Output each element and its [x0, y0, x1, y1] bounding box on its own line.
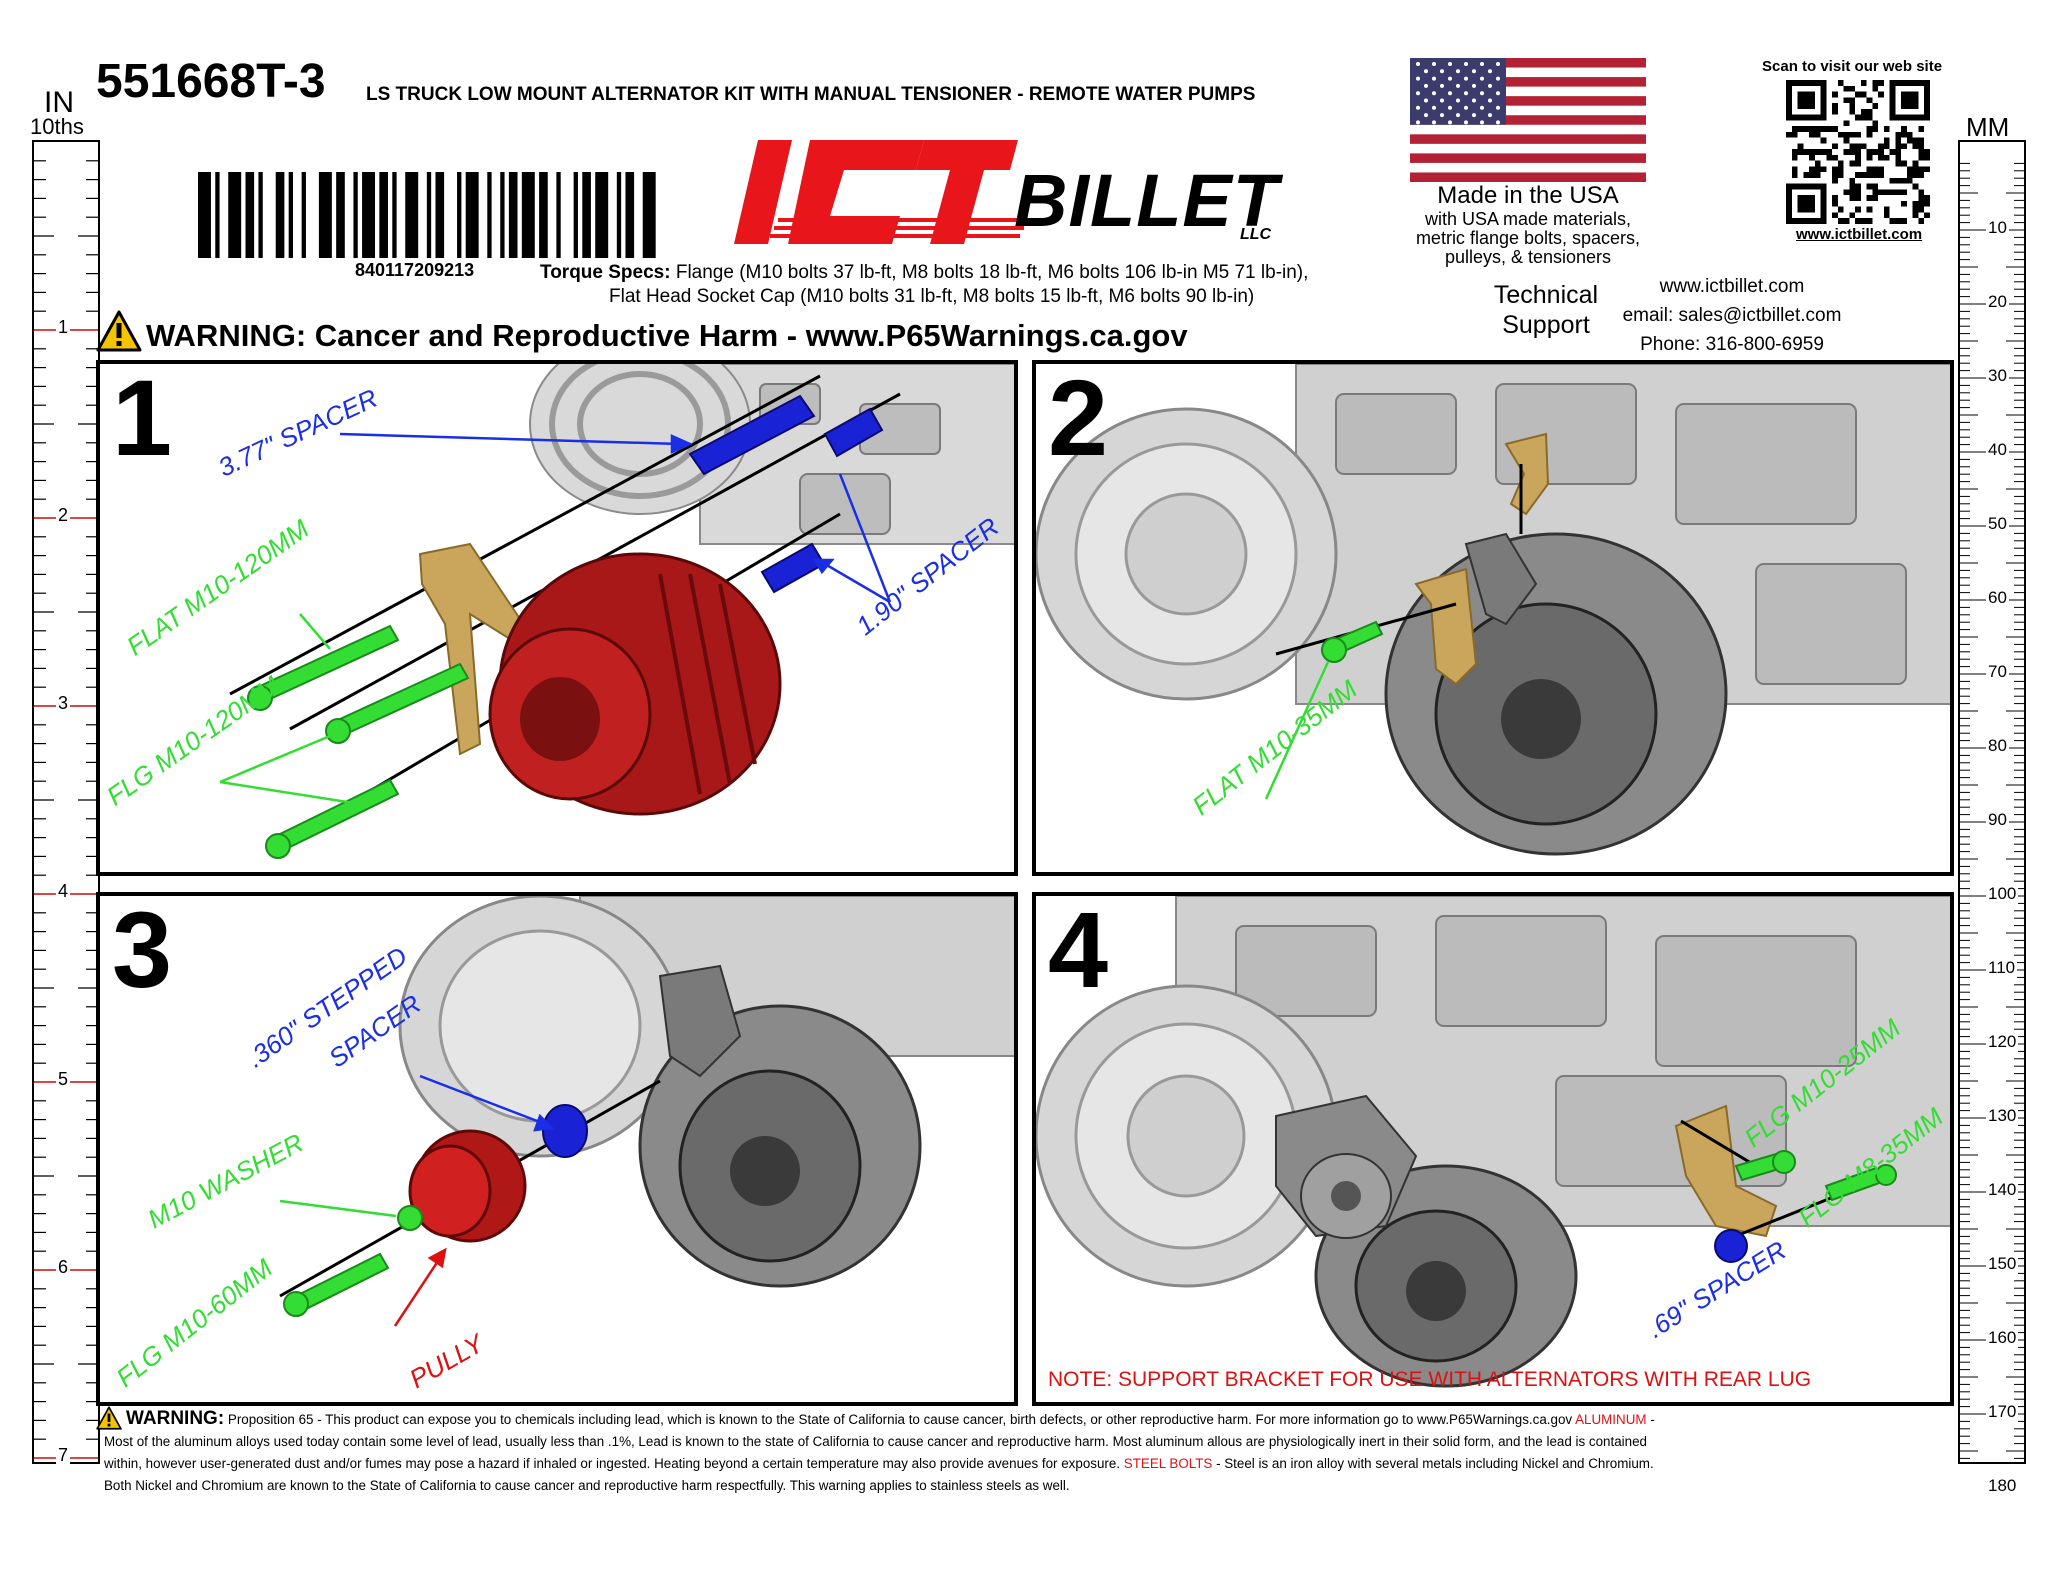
step-2-panel: 2 FLAT M10-35MM	[1032, 360, 1954, 876]
logo-billet-text: BILLET	[1014, 159, 1279, 242]
mm-ruler-label: 170	[1986, 1402, 2019, 1422]
mm-ruler-label: 130	[1986, 1106, 2019, 1126]
footer-text-3: within, however user-generated dust and/…	[104, 1456, 1121, 1471]
support-contacts: www.ictbillet.com email: sales@ictbillet…	[1602, 272, 1862, 359]
mm-ruler-label: 110	[1986, 958, 2018, 978]
mm-ruler-label: 100	[1986, 884, 2019, 904]
mm-ruler-label: 10	[1986, 218, 2009, 238]
mm-ruler-label: 40	[1986, 440, 2009, 460]
mm-ruler-label: 140	[1986, 1180, 2019, 1200]
footer-text-2: Most of the aluminum alloys used today c…	[104, 1434, 1647, 1449]
torque-specs: Torque Specs: Flange (M10 bolts 37 lb-ft…	[540, 262, 1308, 284]
barcode-number: 840117209213	[355, 260, 475, 280]
step-1-panel: 1 3.77" SPACER 1.90" SPACER FLAT M10-120…	[96, 360, 1018, 876]
inch-subunit-label: 10ths	[30, 114, 84, 139]
qr-code[interactable]	[1786, 80, 1930, 229]
step-3-panel: 3 .360" STEPPED SPACER M10 WASHER FLG M1…	[96, 892, 1018, 1406]
ict-billet-logo: BILLET LLC	[718, 132, 1338, 252]
mm-ruler-label: 30	[1986, 366, 2009, 386]
support-website-link[interactable]: www.ictbillet.com	[1659, 276, 1805, 297]
footer-steel-label: STEEL BOLTS	[1123, 1456, 1213, 1471]
step-3-number: 3	[112, 892, 173, 1010]
step-1-number: 1	[112, 360, 173, 478]
torque-line-1: Flange (M10 bolts 37 lb-ft, M8 bolts 18 …	[675, 262, 1309, 283]
part-number: 551668T-3	[96, 55, 326, 108]
footer-aluminum-label: ALUMINUM	[1575, 1412, 1647, 1427]
step-4-panel: 4 FLG M10-25MM FLG M8-35MM .69" SPACER N…	[1032, 892, 1954, 1406]
mm-ruler-label: 150	[1986, 1254, 2019, 1274]
support-phone: Phone: 316-800-6959	[1640, 334, 1824, 355]
footer-text-4: Steel is an iron alloy with several meta…	[1224, 1456, 1654, 1471]
technical-support-label: Technical Support	[1493, 281, 1599, 339]
product-title: LS TRUCK LOW MOUNT ALTERNATOR KIT WITH M…	[366, 84, 1256, 105]
qr-caption: Scan to visit our web site	[1762, 58, 1943, 75]
inch-ruler-label: 2	[56, 505, 71, 526]
inch-ruler-label: 4	[56, 881, 71, 902]
made-in-usa: Made in the USA with USA made materials,…	[1415, 182, 1641, 267]
us-flag-icon	[1410, 58, 1646, 187]
mm-ruler-label: 120	[1986, 1032, 2019, 1052]
mm-ruler-label: 80	[1986, 736, 2009, 756]
footer-text-5: Both Nickel and Chromium are known to th…	[104, 1478, 1070, 1493]
footer-warning: WARNING: Proposition 65 - This product c…	[104, 1408, 1924, 1497]
inch-unit-label: IN	[44, 86, 74, 119]
inch-ruler-label: 5	[56, 1069, 71, 1090]
mm-unit-label: MM	[1966, 112, 2010, 142]
mm-ruler-label: 20	[1986, 292, 2009, 312]
inch-ruler-label: 1	[56, 317, 71, 338]
barcode	[198, 172, 660, 263]
warning-icon	[96, 310, 142, 357]
support-email-link[interactable]: email: sales@ictbillet.com	[1622, 305, 1842, 326]
cancer-warning-heading: WARNING: Cancer and Reproductive Harm - …	[146, 318, 1188, 353]
mm-ruler-label: 90	[1986, 810, 2009, 830]
torque-label: Torque Specs:	[540, 262, 671, 283]
footer-warning-icon	[96, 1406, 122, 1435]
support-bracket-note: NOTE: SUPPORT BRACKET FOR USE WITH ALTER…	[1048, 1368, 1812, 1391]
mm-ruler-label: 160	[1986, 1328, 2019, 1348]
torque-line-2: Flat Head Socket Cap (M10 bolts 31 lb-ft…	[609, 286, 1255, 307]
inch-ruler-label: 7	[56, 1445, 71, 1466]
footer-warning-label: WARNING:	[126, 1408, 225, 1429]
inch-ruler	[32, 140, 100, 1464]
footer-text-1: Proposition 65 - This product can expose…	[227, 1412, 1573, 1427]
mm-ruler-label: 180	[1986, 1476, 2019, 1496]
qr-url-link[interactable]: www.ictbillet.com	[1796, 226, 1923, 243]
step-2-number: 2	[1048, 360, 1109, 478]
mm-ruler-label: 70	[1986, 662, 2009, 682]
inch-ruler-label: 6	[56, 1257, 71, 1278]
mm-ruler-label: 50	[1986, 514, 2009, 534]
step-4-number: 4	[1048, 892, 1109, 1010]
logo-llc-text: LLC	[1240, 226, 1272, 243]
inch-ruler-label: 3	[56, 693, 71, 714]
mm-ruler-label: 60	[1986, 588, 2009, 608]
